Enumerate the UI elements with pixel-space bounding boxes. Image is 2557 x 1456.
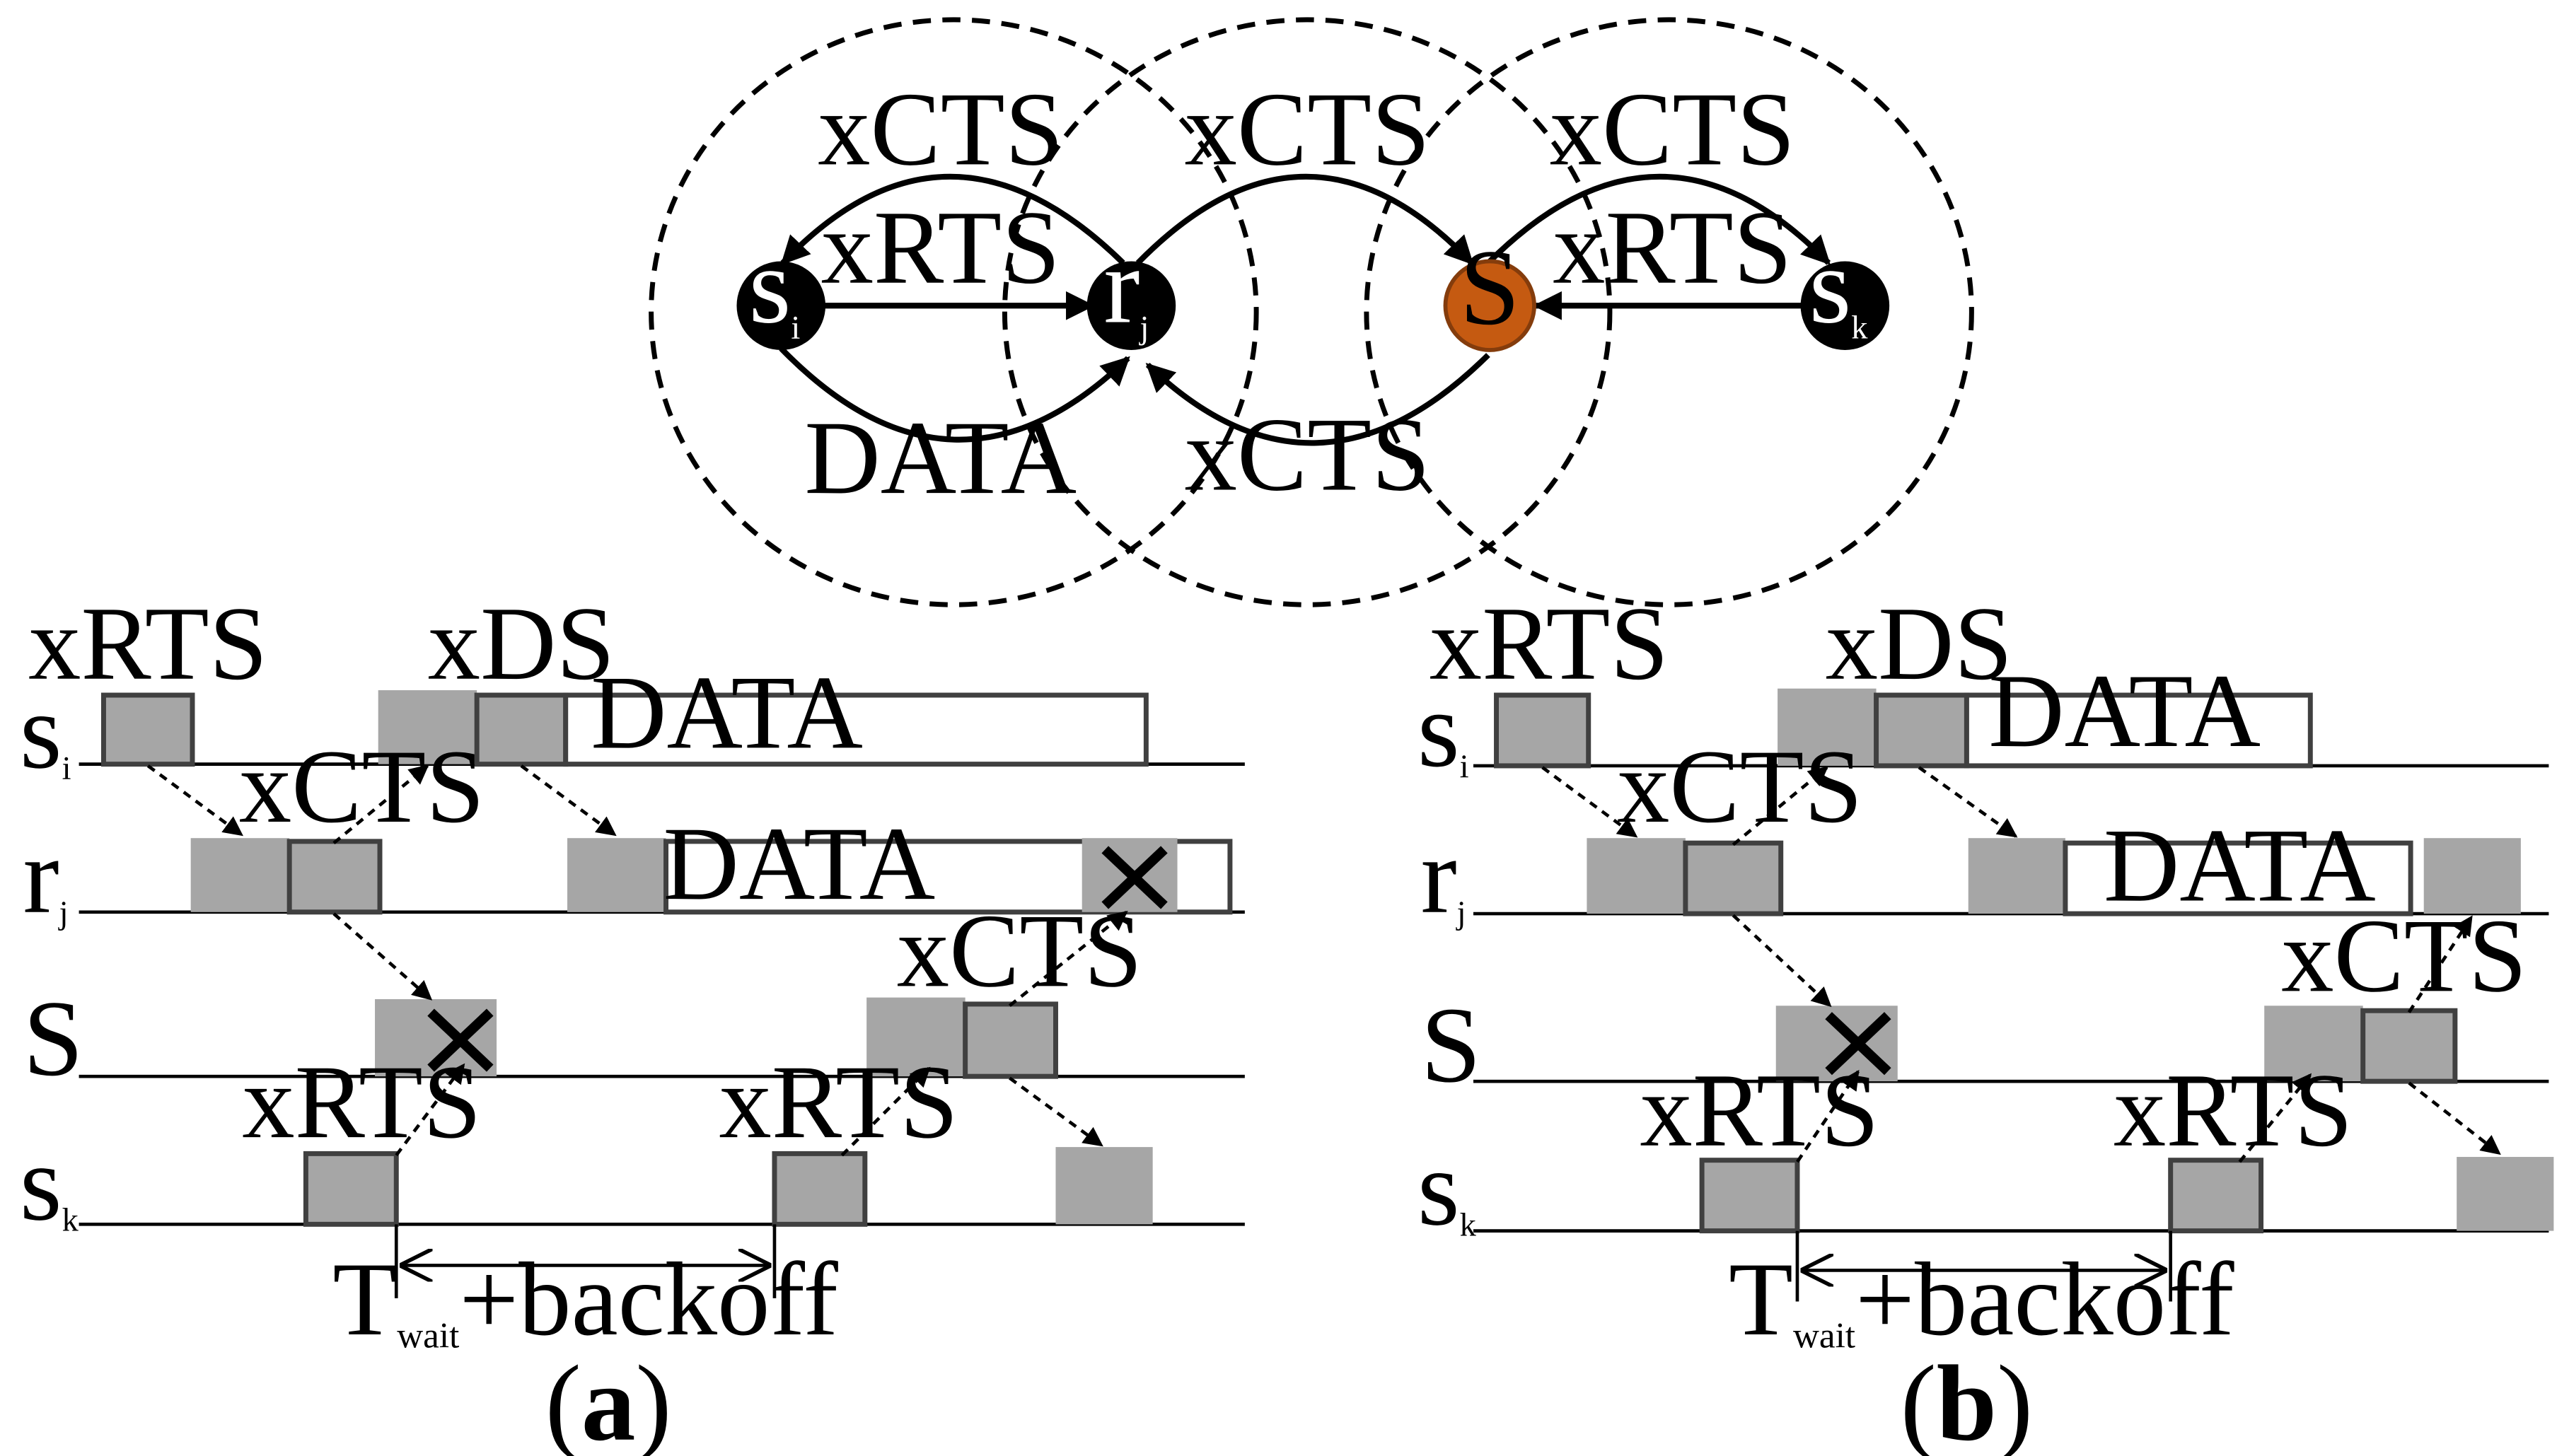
label-a-rj-data: DATA	[663, 805, 935, 922]
label-b-rj-data: DATA	[2104, 808, 2376, 924]
label-si-xrts: xRTS	[821, 190, 1060, 306]
label-rj-xcts-bottom: xCTS	[1185, 397, 1430, 513]
packet-si-data-b	[1964, 692, 2313, 769]
label-b-si-data: DATA	[1988, 653, 2261, 769]
packet-si-data	[563, 692, 1149, 767]
row-label-S-b: S	[1421, 985, 1481, 1105]
packet-rj-received-xrts	[190, 838, 290, 912]
packet-rj-received-xrts-b	[1587, 838, 1686, 914]
packet-S-xcts-b	[2360, 1008, 2458, 1084]
packet-si-xds	[474, 692, 569, 767]
row-label-sk: sk	[20, 1123, 79, 1243]
label-b-si-xrts: xRTS	[1430, 586, 1669, 702]
packet-sk-xrts-1	[303, 1151, 399, 1227]
packet-sk-xrts-1-b	[1699, 1158, 1800, 1234]
svg-text:rj: rj	[1103, 226, 1149, 346]
label-a-si-xds: xDS	[428, 586, 615, 702]
row-label-si: si	[20, 671, 71, 791]
packet-si-xrts	[100, 692, 195, 767]
label-b-sk-xrts-1: xRTS	[1640, 1052, 1879, 1169]
timing-panel-a: si rj S sk xRTS xDS DATA xCTS DATA	[20, 586, 1245, 1456]
packet-sk-received-xcts	[1055, 1147, 1153, 1225]
range-circle-si	[649, 17, 1259, 607]
collision-mark-rj	[1101, 846, 1168, 909]
transmission-arrows-a	[146, 764, 1128, 1157]
packet-S-received-xrts	[866, 997, 966, 1077]
node-rj: rj	[1086, 226, 1176, 350]
range-circle-rj	[1002, 17, 1613, 607]
svg-text:sk: sk	[1809, 226, 1869, 346]
panel-caption-b: (b)	[1901, 1344, 2034, 1456]
panel-caption-a: (a)	[545, 1344, 672, 1456]
row-label-si-b: si	[1417, 670, 1469, 790]
label-a-rj-xcts: xCTS	[239, 728, 485, 845]
timing-panel-b: si rj S sk xRTS xDS DATA xCTS DATA x	[1417, 586, 2554, 1456]
node-S: S	[1443, 228, 1536, 352]
transmission-arrows-b	[1541, 766, 2501, 1163]
network-topology: xCTS xRTS DATA xCTS xCTS xCTS xRTS si rj…	[649, 17, 1974, 607]
node-si: si	[736, 226, 826, 350]
collision-mark-S-b	[1825, 1012, 1891, 1076]
arrow-rj-to-S-xcts	[1135, 173, 1474, 265]
row-label-S: S	[23, 979, 83, 1099]
label-a-sk-xrts-2: xRTS	[719, 1044, 958, 1160]
packet-rj-received-xds	[567, 838, 666, 912]
label-b-si-xds: xDS	[1826, 586, 2013, 702]
row-label-sk-b: sk	[1417, 1128, 1477, 1248]
timer-label-b: Twait+backoff	[1729, 1241, 2234, 1358]
label-a-si-data: DATA	[591, 654, 863, 771]
arrow-S-to-sk-xcts	[1486, 173, 1831, 265]
packet-sk-xrts-2	[772, 1151, 868, 1227]
node-sk: sk	[1800, 226, 1890, 350]
arrow-si-to-rj-data	[779, 346, 1130, 443]
range-circle-S	[1364, 17, 1974, 607]
arrow-S-to-rj-xcts	[1145, 353, 1490, 446]
packet-si-xrts-b	[1494, 692, 1591, 769]
arrow-rj-to-si-xcts	[780, 173, 1125, 265]
label-si-xcts-top: xCTS	[818, 71, 1063, 187]
packet-S-received-xrts-b	[2264, 1006, 2363, 1082]
packet-S-xcts	[963, 1001, 1058, 1079]
packet-rj-received-xcts-b	[2423, 838, 2521, 914]
svg-text:si: si	[749, 226, 801, 346]
timer-label-a: Twait+backoff	[332, 1241, 838, 1358]
packet-sk-xrts-2-b	[2168, 1158, 2264, 1234]
label-a-S-xcts: xCTS	[897, 892, 1142, 1009]
row-label-rj: rj	[23, 816, 69, 936]
collision-mark-S	[427, 1008, 494, 1072]
label-rj-xcts-top: xCTS	[1185, 71, 1430, 187]
label-a-si-xrts: xRTS	[28, 586, 267, 702]
label-sk-xcts-top: xCTS	[1550, 71, 1795, 187]
label-a-sk-xrts-1: xRTS	[242, 1044, 481, 1160]
packet-rj-xcts-b	[1683, 840, 1784, 916]
svg-text:S: S	[1460, 228, 1520, 348]
packet-sk-received-xcts-b	[2457, 1157, 2554, 1231]
row-label-rj-b: rj	[1421, 816, 1466, 936]
label-si-data: DATA	[804, 400, 1077, 516]
packet-si-received-b	[1778, 688, 1877, 766]
label-b-rj-xcts: xCTS	[1617, 728, 1862, 845]
label-b-sk-xrts-2: xRTS	[2114, 1052, 2353, 1169]
packet-si-xds-b	[1874, 692, 1969, 769]
packet-rj-data-b	[2063, 840, 2413, 916]
packet-si-received	[378, 690, 477, 764]
label-b-S-xcts: xCTS	[2281, 897, 2527, 1014]
packet-rj-received-xds-b	[1968, 838, 2065, 914]
label-sk-xrts: xRTS	[1553, 190, 1792, 306]
packet-rj-xcts	[286, 839, 383, 915]
